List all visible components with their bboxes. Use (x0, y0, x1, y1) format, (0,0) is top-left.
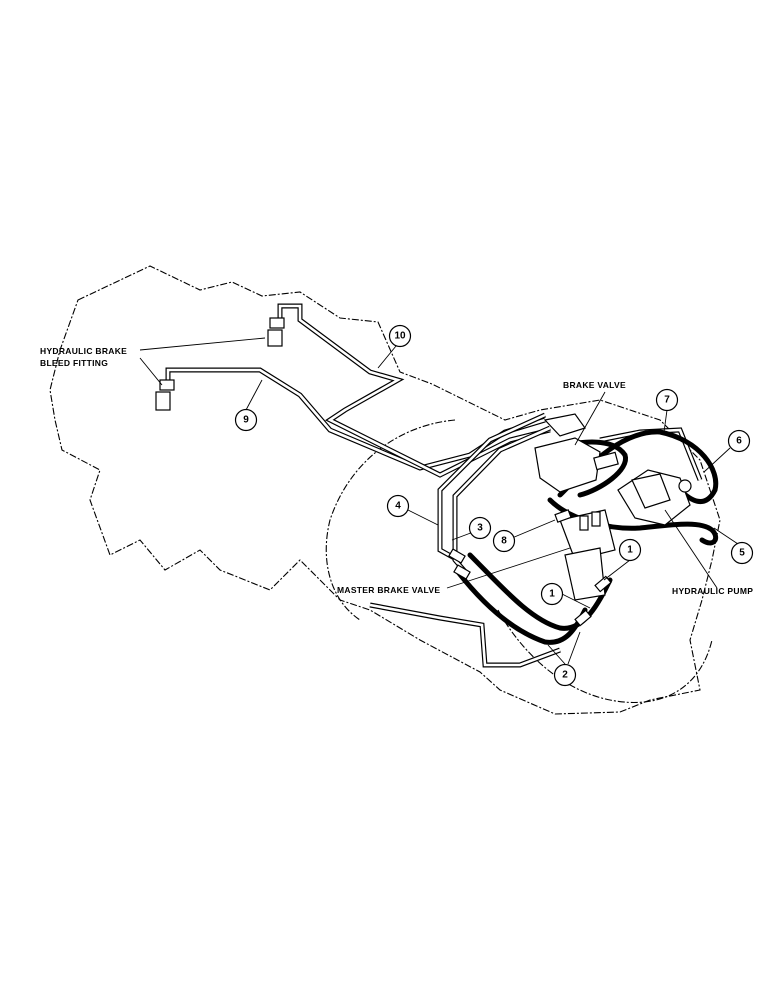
svg-text:9: 9 (243, 415, 249, 426)
brake-line-4 (437, 412, 547, 563)
svg-text:1: 1 (627, 545, 633, 556)
rear-housing (497, 609, 713, 704)
bleed-fitting-label-line1: HYDRAULIC BRAKE (40, 346, 127, 356)
callout-2: 2 (553, 663, 577, 687)
master-brake-valve (559, 509, 616, 601)
hydraulic-pump-label: HYDRAULIC PUMP (672, 586, 753, 596)
svg-text:7: 7 (664, 395, 670, 406)
svg-text:10: 10 (394, 331, 406, 342)
leader-8 (511, 519, 556, 539)
brake-line-3 (452, 425, 552, 577)
callout-1-left: 1 (540, 582, 564, 606)
leader-10 (377, 345, 397, 369)
leader-7 (663, 409, 668, 433)
bleed-fitting-lower (155, 379, 175, 411)
brake-valve-label: BRAKE VALVE (563, 380, 626, 390)
svg-text:2: 2 (562, 670, 568, 681)
fitting (554, 509, 572, 523)
svg-text:8: 8 (501, 536, 507, 547)
transmission-housing (325, 419, 456, 621)
leader-master-valve (446, 547, 571, 589)
hydraulic-pump (617, 469, 692, 526)
leader-bleed-lower (139, 357, 163, 386)
tractor-body-outline (49, 265, 721, 715)
fitting (594, 575, 612, 593)
bleed-fitting-label-line2: BLEED FITTING (40, 358, 108, 368)
leader-bleed-upper (139, 337, 266, 351)
leader-2a (547, 644, 566, 665)
fitting (574, 609, 592, 627)
leader-1a (561, 593, 591, 609)
fitting (448, 548, 466, 564)
return-line (369, 602, 561, 668)
leader-6 (703, 447, 731, 473)
leader-1b (603, 559, 631, 581)
callout-3: 3 (468, 516, 492, 540)
callout-9: 9 (234, 408, 258, 432)
callout-1-right: 1 (618, 538, 642, 562)
hose-2-right (467, 552, 613, 631)
callout-10: 10 (388, 324, 412, 348)
brake-valve-hose (562, 439, 628, 498)
leader-brake-valve (574, 391, 606, 446)
svg-text:5: 5 (739, 548, 745, 559)
fitting (453, 564, 471, 580)
svg-text:3: 3 (477, 523, 483, 534)
callout-8: 8 (492, 529, 516, 553)
callout-7: 7 (655, 388, 679, 412)
leader-2b (567, 631, 581, 665)
svg-text:6: 6 (736, 436, 742, 447)
leader-4 (407, 509, 439, 526)
bleed-fitting-upper (267, 317, 285, 347)
brake-line-10 (277, 303, 551, 478)
leader-9 (245, 379, 263, 411)
callout-6: 6 (727, 429, 751, 453)
callout-4: 4 (386, 494, 410, 518)
leader-5 (713, 527, 739, 545)
master-brake-valve-label: MASTER BRAKE VALVE (337, 585, 440, 595)
svg-text:4: 4 (395, 501, 401, 512)
callout-5: 5 (730, 541, 754, 565)
svg-text:1: 1 (549, 589, 555, 600)
leader-hydraulic-pump (664, 509, 718, 589)
